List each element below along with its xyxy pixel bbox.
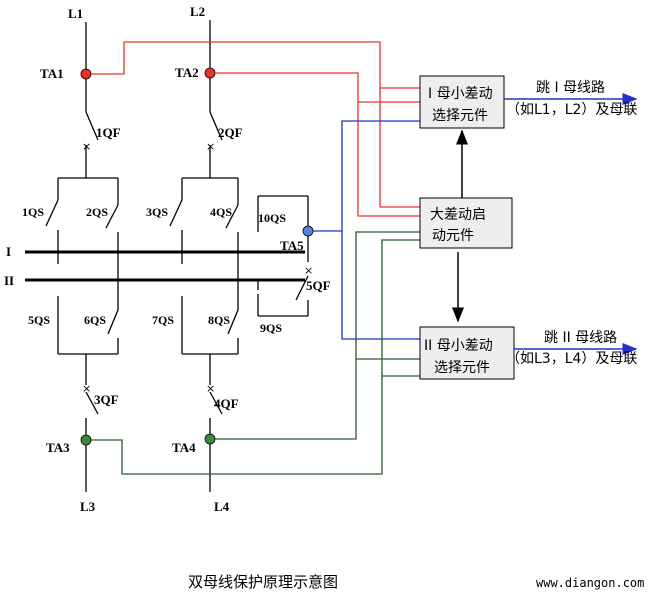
label-ta2: TA2 <box>175 65 199 80</box>
bus-label-1: I <box>6 244 11 259</box>
trip2-label-1: 跳 II 母线路 <box>544 330 617 346</box>
label-l1: L1 <box>68 6 83 21</box>
label-3qs: 3QS <box>146 205 168 219</box>
label-ta5: TA5 <box>280 238 304 253</box>
label-l3: L3 <box>80 499 96 514</box>
ct-ta1-dot <box>80 68 92 80</box>
feeder-l2 <box>169 20 239 280</box>
main-start-text-1: 大差动启 <box>430 207 486 223</box>
label-4qf: 4QF <box>214 396 239 411</box>
bus-label-2: II <box>4 273 14 288</box>
label-1qs: 1QS <box>22 205 44 219</box>
feeder-l1 <box>45 22 119 280</box>
label-10qs: 10QS <box>258 211 286 225</box>
bus2-select-box <box>419 326 515 380</box>
label-ta1: TA1 <box>40 66 64 81</box>
label-9qs: 9QS <box>260 321 282 335</box>
cross-5qf: × <box>304 264 313 277</box>
label-l4: L4 <box>214 499 230 514</box>
blue-wires <box>313 120 420 340</box>
cross-4qf: × <box>206 382 215 395</box>
bus1-select-box <box>419 75 505 129</box>
bus2-select-text-1: II 母小差动 <box>424 338 493 354</box>
cross-1qf: × <box>82 140 91 153</box>
caption: 双母线保护原理示意图 <box>188 573 338 591</box>
cross-2qf: × <box>206 140 215 153</box>
watermark: www.diangon.com <box>536 576 644 590</box>
bus1-select-text-2: 选择元件 <box>432 108 488 124</box>
label-7qs: 7QS <box>152 313 174 327</box>
feeder-l4 <box>181 252 239 492</box>
bus1-select-text-1: I 母小差动 <box>428 86 493 102</box>
label-2qf: 2QF <box>218 125 243 140</box>
label-l2: L2 <box>190 4 205 19</box>
label-5qf: 5QF <box>306 278 331 293</box>
ct-ta4-dot <box>204 433 216 445</box>
label-6qs: 6QS <box>84 313 106 327</box>
ct-ta2-dot <box>204 67 216 79</box>
label-2qs: 2QS <box>86 205 108 219</box>
label-3qf: 3QF <box>94 392 119 407</box>
main-start-text-2: 动元件 <box>432 228 474 244</box>
green-wires <box>91 231 420 475</box>
label-ta3: TA3 <box>46 440 70 455</box>
trip1-label-2: （如L1，L2）及母联 <box>506 102 637 118</box>
bus2-select-text-2: 选择元件 <box>434 360 490 376</box>
trip2-label-2: （如L3，L4）及母联 <box>506 351 637 367</box>
label-4qs: 4QS <box>210 205 232 219</box>
label-1qf: 1QF <box>96 125 121 140</box>
label-8qs: 8QS <box>208 313 230 327</box>
red-wires <box>91 41 420 217</box>
ct-ta5-dot <box>302 225 314 237</box>
ct-ta3-dot <box>80 434 92 446</box>
label-5qs: 5QS <box>28 313 50 327</box>
feeder-l3 <box>57 252 119 492</box>
trip1-label-1: 跳 I 母线路 <box>536 80 605 96</box>
bus-coupler <box>257 195 309 317</box>
cross-3qf: × <box>82 382 91 395</box>
label-ta4: TA4 <box>172 440 196 455</box>
main-start-box <box>419 197 513 249</box>
